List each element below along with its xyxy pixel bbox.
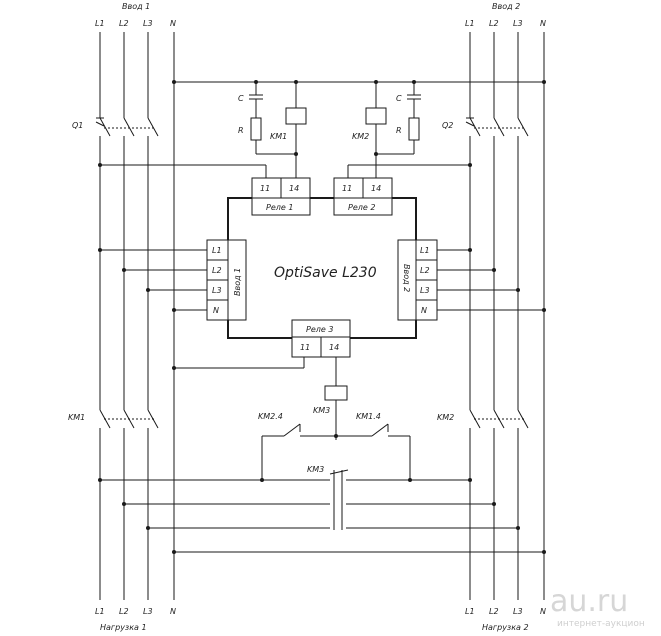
relay-2-label: Реле 2 <box>348 203 375 212</box>
right-phase-buses <box>469 32 545 600</box>
km2-interlock-label: KM2.4 <box>258 412 283 421</box>
input-2-block-label: Ввод 2 <box>402 264 411 292</box>
relay-1-terminal-11: 11 <box>260 184 270 193</box>
relay-3-terminal-14: 14 <box>329 343 339 352</box>
input-2-phase-l3: L3 <box>513 19 523 28</box>
input-1-pin-l2: L2 <box>212 266 222 275</box>
relay-1-label: Реле 1 <box>266 203 293 212</box>
input-2-title: Ввод 2 <box>492 2 520 11</box>
breaker-q1 <box>95 117 159 137</box>
relay-2-terminal-11: 11 <box>342 184 352 193</box>
km2-coil-label: KM2 <box>352 132 369 141</box>
resistor-right-label: R <box>396 126 402 135</box>
input-2-phase-l2: L2 <box>489 19 499 28</box>
load-1-phase-l1: L1 <box>95 607 105 616</box>
contactor-km2-main <box>469 409 529 429</box>
breaker-q1-label: Q1 <box>72 121 83 130</box>
junction-dots <box>98 80 546 554</box>
input-1-phase-l3: L3 <box>143 19 153 28</box>
load-1-phase-l3: L3 <box>143 607 153 616</box>
load-1-title: Нагрузка 1 <box>100 623 147 632</box>
input-1-phase-n: N <box>170 19 176 28</box>
input-2-pin-l1: L1 <box>420 246 430 255</box>
input-1-block-label: Ввод 1 <box>233 268 242 296</box>
input-2-pin-l2: L2 <box>420 266 430 275</box>
breaker-q2-label: Q2 <box>442 121 453 130</box>
capacitor-right-label: C <box>396 94 402 103</box>
km1-interlock-label: KM1.4 <box>356 412 381 421</box>
load-2-phase-n: N <box>540 607 546 616</box>
input-2-phase-l1: L1 <box>465 19 475 28</box>
relay-3-terminal-11: 11 <box>300 343 310 352</box>
load-2-phase-l3: L3 <box>513 607 523 616</box>
km1-coil-label: KM1 <box>270 132 287 141</box>
load-2-phase-l2: L2 <box>489 607 499 616</box>
relay-2-terminal-14: 14 <box>371 184 381 193</box>
load-2-phase-l1: L1 <box>465 607 475 616</box>
input-2-pin-l3: L3 <box>420 286 430 295</box>
top-control-wiring <box>100 81 544 180</box>
input-1-title: Ввод 1 <box>122 2 150 11</box>
input-1-block <box>206 239 247 321</box>
breaker-q2 <box>465 117 529 137</box>
left-phase-buses <box>99 32 175 600</box>
load-2-title: Нагрузка 2 <box>482 623 529 632</box>
input-1-pin-l1: L1 <box>212 246 222 255</box>
input-2-block <box>397 239 438 321</box>
relay-3-label: Реле 3 <box>306 325 333 334</box>
km3-changeover-label: KM3 <box>307 465 324 474</box>
device-name: OptiSave L230 <box>274 265 377 281</box>
km3-changeover <box>100 469 544 553</box>
relay-3-block <box>291 319 351 358</box>
contactor-km1-main <box>99 409 159 429</box>
relay-1-terminal-14: 14 <box>289 184 299 193</box>
km1-main-label: KM1 <box>68 413 85 422</box>
capacitor-left-label: C <box>238 94 244 103</box>
watermark-brand: au.ru <box>550 584 628 619</box>
km2-main-label: KM2 <box>437 413 454 422</box>
km3-coil-label: KM3 <box>313 406 330 415</box>
relay-1-block <box>251 177 311 216</box>
input-wiring <box>100 249 544 311</box>
input-1-phase-l2: L2 <box>119 19 129 28</box>
input-2-phase-n: N <box>540 19 546 28</box>
load-1-phase-l2: L2 <box>119 607 129 616</box>
relay-2-block <box>333 177 393 216</box>
input-1-pin-n: N <box>213 306 219 315</box>
input-1-phase-l1: L1 <box>95 19 105 28</box>
load-1-phase-n: N <box>170 607 176 616</box>
input-2-pin-n: N <box>421 306 427 315</box>
resistor-left-label: R <box>238 126 244 135</box>
watermark-tagline: интернет-аукцион <box>557 619 645 629</box>
input-1-pin-l3: L3 <box>212 286 222 295</box>
